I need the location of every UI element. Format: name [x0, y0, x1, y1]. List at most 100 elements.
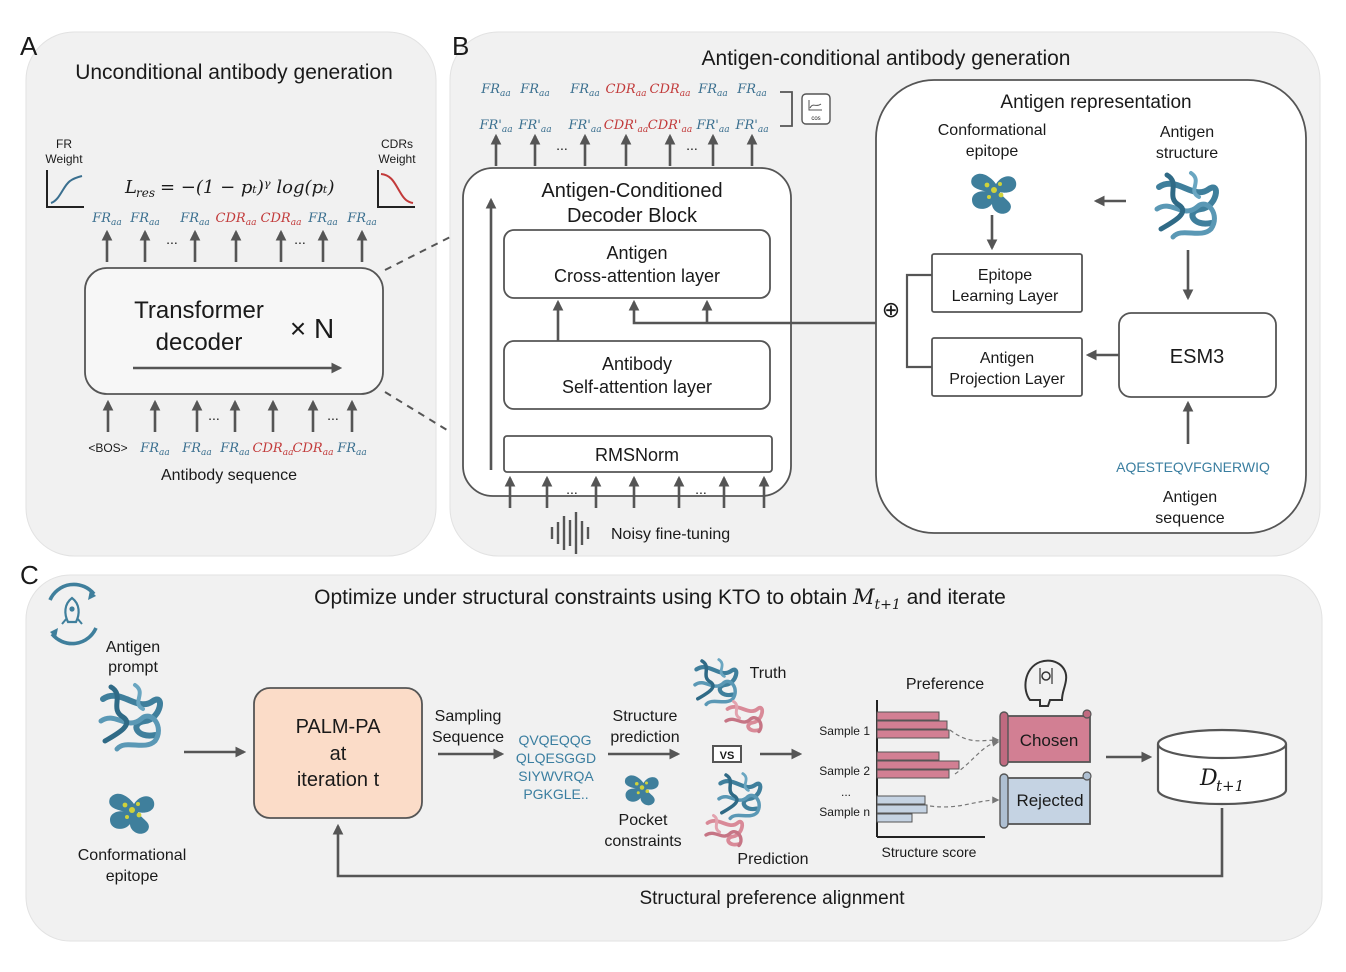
svg-text:PGKGLE..: PGKGLE..	[523, 786, 588, 802]
predicted-token-fr-prime: FR'aa	[734, 118, 768, 135]
antigen-sequence-text: AQESTEQVFGNERWIQ	[1116, 459, 1270, 475]
output-token-fr: FRaa	[179, 211, 210, 228]
conformational-epitope-label-c2: epitope	[106, 868, 159, 885]
antigen-structure-label-2: structure	[1156, 145, 1218, 162]
svg-text:SIYWVRQA: SIYWVRQA	[518, 768, 594, 784]
loss-subscript: res	[136, 186, 155, 200]
esm3-label: ESM3	[1170, 346, 1224, 368]
input-token-fr: FRaa	[336, 441, 367, 458]
output-token-fr: FRaa	[307, 211, 338, 228]
svg-text:cos: cos	[811, 116, 820, 122]
chosen-link-2	[954, 739, 1000, 775]
projection-label-2: Projection Layer	[949, 371, 1065, 388]
prediction-label: Prediction	[737, 851, 808, 868]
decoder-label-line2: decoder	[156, 329, 243, 356]
similarity-bracket	[780, 91, 793, 127]
panel-a-output-arrows	[101, 229, 368, 262]
panel-a-title: Unconditional antibody generation	[75, 61, 393, 84]
output-ellipsis: ...	[294, 231, 306, 247]
predicted-token-fr-prime: FR'aa	[567, 118, 601, 135]
sampling-label-1: Sampling	[435, 708, 502, 725]
rmsnorm-label: RMSNorm	[595, 445, 679, 465]
input-ellipsis: ...	[208, 407, 220, 423]
sample-n-label: Sample n	[819, 805, 870, 819]
cross-attention-label-2: Cross-attention layer	[554, 266, 720, 286]
output-token-fr: FRaa	[129, 211, 160, 228]
versus-badge	[712, 745, 742, 763]
loss-lhs: L	[124, 177, 137, 198]
target-token-fr: FRaa	[697, 82, 728, 99]
preference-bar-sample-1	[876, 720, 948, 730]
preference-thinking-icon	[1024, 659, 1068, 707]
panel-a-input-arrows	[102, 399, 358, 432]
input-token-fr: FRaa	[139, 441, 170, 458]
svg-text:QVQEQQG: QVQEQQG	[518, 732, 591, 748]
preference-label: Preference	[906, 676, 984, 693]
preference-bar-sample-n	[876, 813, 913, 823]
predicted-token-fr-prime: FR'aa	[517, 118, 551, 135]
fr-weight-label-2: Weight	[45, 152, 83, 166]
chosen-scroll: Chosen	[999, 709, 1092, 767]
iteration-rocket-icon	[48, 582, 98, 646]
panel-c-title: Optimize under structural constraints us…	[314, 585, 1006, 613]
target-token-cdr: CDRaa	[606, 82, 647, 99]
antigen-prompt-label-1: Antigen	[106, 639, 160, 656]
times-n-label: × N	[290, 313, 334, 344]
sample-2-label: Sample 2	[819, 764, 870, 778]
epitope-learning-label-2: Learning Layer	[952, 288, 1059, 305]
fr-weight-label-1: FR	[56, 137, 72, 151]
panel-b-letter: B	[452, 31, 469, 61]
panel-b-input-arrows: ......	[504, 475, 770, 508]
antigen-sequence-label-2: sequence	[1155, 510, 1224, 527]
output-ellipsis: ...	[166, 231, 178, 247]
predicted-token-fr-prime: FR'aa	[695, 118, 729, 135]
feedback-loop-arrow	[332, 808, 1224, 878]
sampled-sequences: QVQEQQG QLQESGGD SIYWVRQA PGKGLE..	[516, 732, 596, 802]
conformational-epitope-label-1: Conformational	[938, 122, 1047, 139]
predicted-ellipsis: ...	[556, 137, 568, 153]
sample-ellipsis: ...	[841, 785, 851, 799]
loss-rhs: = −(1 − pₜ)ᵞ log(pₜ)	[160, 177, 335, 198]
svg-text:D: D	[1199, 766, 1218, 791]
noise-waveform-icon	[550, 512, 590, 554]
zoom-connector-bottom	[384, 391, 462, 439]
palm-pa-model-box	[253, 687, 423, 819]
target-token-fr: FRaa	[736, 82, 767, 99]
structure-prediction-label-1: Structure	[613, 708, 678, 725]
predicted-ellipsis: ...	[686, 137, 698, 153]
decoder-block-title-2: Decoder Block	[567, 205, 698, 227]
preference-bar-sample-2	[876, 769, 950, 779]
predicted-token-cdr-prime: CDR'aa	[648, 118, 692, 135]
structural-preference-alignment-label: Structural preference alignment	[639, 888, 905, 909]
target-token-cdr: CDRaa	[650, 82, 691, 99]
pocket-label-1: Pocket	[619, 812, 668, 829]
zoom-connector-top	[384, 231, 462, 271]
rejected-link	[929, 796, 1000, 808]
conformational-epitope-label-c1: Conformational	[78, 847, 187, 864]
add-operator-icon: ⊕	[882, 297, 900, 322]
preference-bar-sample-1	[876, 729, 950, 739]
panel-a: A Unconditional antibody generation FR W…	[20, 31, 437, 557]
self-attention-label-1: Antibody	[602, 354, 672, 374]
preference-bars	[876, 711, 960, 823]
decoder-block-title-1: Antigen-Conditioned	[541, 180, 722, 202]
output-token-cdr: CDRaa	[261, 211, 302, 228]
output-token-fr: FRaa	[91, 211, 122, 228]
panel-c: C Optimize under structural constraints …	[20, 560, 1323, 942]
rejected-scroll: Rejected	[999, 771, 1092, 829]
input-token-cdr: CDRaa	[253, 441, 294, 458]
cross-attention-label-1: Antigen	[606, 243, 667, 263]
panel-b-title: Antigen-conditional antibody generation	[702, 47, 1071, 70]
target-token-fr: FRaa	[569, 82, 600, 99]
input-token-fr: FRaa	[181, 441, 212, 458]
preference-bar-sample-n	[876, 804, 928, 814]
antigen-conditioning-arrow	[628, 299, 893, 325]
preference-bar-sample-1	[876, 711, 940, 721]
block-input-ellipsis: ...	[695, 481, 707, 497]
antigen-prompt-label-2: prompt	[108, 659, 158, 676]
svg-text:QLQESGGD: QLQESGGD	[516, 750, 596, 766]
bos-token: <BOS>	[88, 441, 127, 455]
preference-bar-sample-2	[876, 751, 940, 761]
